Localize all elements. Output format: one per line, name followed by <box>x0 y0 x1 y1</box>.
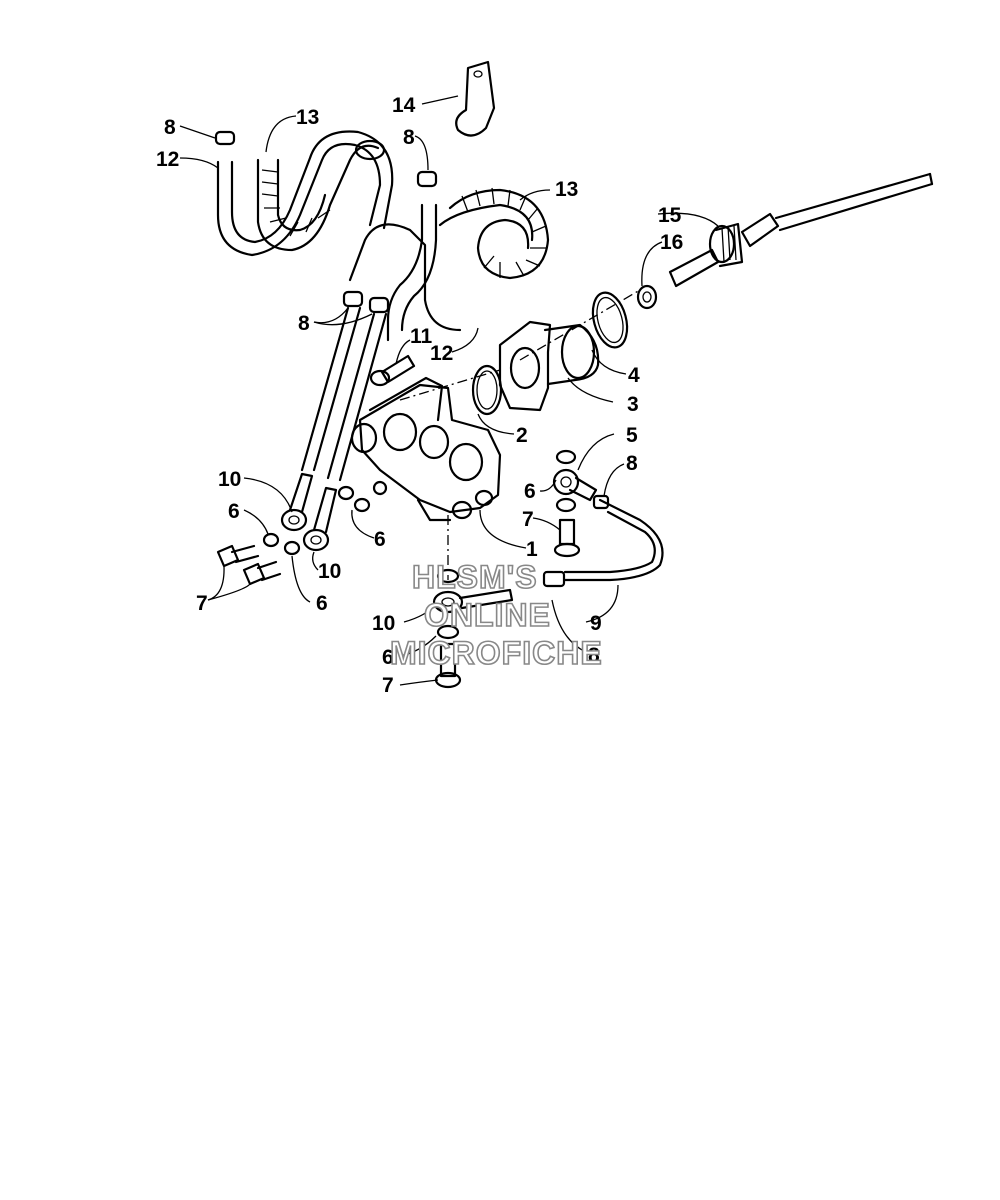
watermark-line-2: ONLINE <box>424 597 551 633</box>
leader-lines <box>179 95 719 686</box>
part-4-o-ring <box>591 291 629 349</box>
callout-6: 6 <box>382 646 394 669</box>
callout-8: 8 <box>403 126 415 149</box>
part-13-coil-hose-right <box>438 187 550 280</box>
part-8-clamp-pair <box>342 290 390 314</box>
callout-8: 8 <box>164 116 176 139</box>
part-16-washer <box>636 284 658 310</box>
callout-7: 7 <box>196 592 208 615</box>
part-7-bolts-left <box>216 544 282 586</box>
part-14-bracket <box>455 60 496 137</box>
callout-6: 6 <box>316 592 328 615</box>
part-3-housing <box>498 320 600 412</box>
callout-14: 14 <box>392 94 416 117</box>
part-10-banjo-upper-left <box>280 472 314 532</box>
watermark-line-1: HLSM'S <box>412 559 538 595</box>
callout-11: 11 <box>410 325 433 348</box>
part-9-hose <box>542 494 664 588</box>
callout-5: 5 <box>626 424 638 447</box>
callout-9: 9 <box>590 612 602 635</box>
feed-hose-left <box>300 306 362 472</box>
callout-13: 13 <box>296 106 319 129</box>
part-5-banjo <box>552 468 598 502</box>
callout-labels: 14 8 12 13 8 13 15 16 8 11 12 4 3 2 5 8 … <box>156 94 683 697</box>
callout-10: 10 <box>372 612 395 635</box>
part-15-drive-gear <box>668 172 934 288</box>
part-1-oil-pump <box>350 376 502 522</box>
callout-2: 2 <box>516 424 528 447</box>
callout-10: 10 <box>318 560 341 583</box>
callout-8: 8 <box>626 452 638 475</box>
callout-16: 16 <box>660 231 683 254</box>
callout-12: 12 <box>156 148 179 171</box>
callout-6: 6 <box>228 500 240 523</box>
alignment-lines <box>399 289 641 580</box>
watermark-line-3: MICROFICHE <box>390 635 603 671</box>
callout-7: 7 <box>382 674 394 697</box>
part-11-bolt <box>369 354 416 387</box>
part-12-hose-right <box>348 203 462 342</box>
callout-1: 1 <box>526 538 538 561</box>
part-8-clamp-top-mid <box>416 170 438 188</box>
callout-13: 13 <box>555 178 578 201</box>
callout-8: 8 <box>588 644 600 667</box>
part-13-coil-hose-left <box>256 139 386 252</box>
part-10-banjo-upper-right <box>302 486 338 552</box>
callout-4: 4 <box>628 364 640 387</box>
callout-8: 8 <box>298 312 310 335</box>
watermark: HLSM'S ONLINE MICROFICHE <box>389 558 603 672</box>
callout-12: 12 <box>430 342 453 365</box>
callout-15: 15 <box>658 204 682 227</box>
callout-10: 10 <box>218 468 241 491</box>
callout-6: 6 <box>374 528 386 551</box>
part-10-banjo-lower <box>432 588 514 614</box>
part-8-clamp-top-left <box>214 130 236 146</box>
feed-hose-right <box>326 312 388 482</box>
callout-7: 7 <box>522 508 534 531</box>
callout-6: 6 <box>524 480 536 503</box>
part-2-o-ring <box>471 364 503 416</box>
callout-3: 3 <box>627 393 639 416</box>
part-7-bolt-right <box>553 518 581 558</box>
